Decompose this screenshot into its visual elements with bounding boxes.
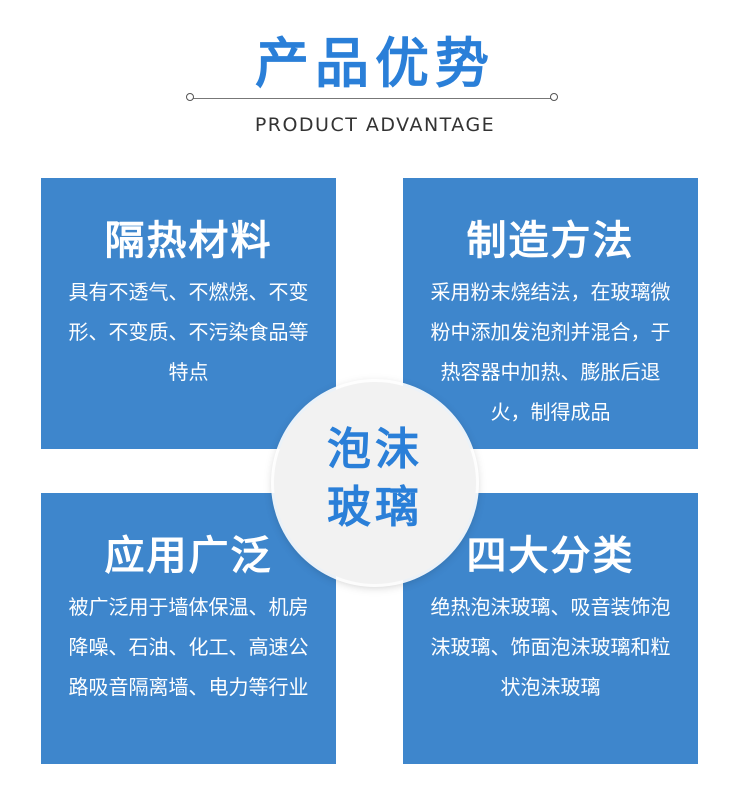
card-body: 具有不透气、不燃烧、不变 形、不变质、不污染食品等 特点 [55,272,322,392]
card-body: 采用粉末烧结法，在玻璃微 粉中添加发泡剂并混合，于 热容器中加热、膨胀后退 火，… [417,272,684,432]
card-insulation: 隔热材料 具有不透气、不燃烧、不变 形、不变质、不污染食品等 特点 [41,178,336,449]
card-body-line: 粉中添加发泡剂并混合，于 [430,320,671,344]
center-badge: 泡沫 玻璃 [274,382,476,584]
title-divider [191,98,555,99]
card-body: 绝热泡沫玻璃、吸音装饰泡 沫玻璃、饰面泡沫玻璃和粒 状泡沫玻璃 [417,587,684,707]
card-body: 被广泛用于墙体保温、机房 降噪、石油、化工、高速公 路吸音隔离墙、电力等行业 [55,587,322,707]
card-method: 制造方法 采用粉末烧结法，在玻璃微 粉中添加发泡剂并混合，于 热容器中加热、膨胀… [403,178,698,449]
center-badge-line: 泡沫 [327,424,423,475]
divider-left-dot [186,93,194,101]
card-heading: 四大分类 [466,533,635,579]
card-body-line: 形、不变质、不污染食品等 [68,320,309,344]
center-badge-line: 玻璃 [327,482,423,533]
page-subtitle: PRODUCT ADVANTAGE [254,114,496,136]
card-heading: 应用广泛 [104,533,273,579]
card-body-line: 特点 [168,360,209,384]
card-body-line: 状泡沫玻璃 [500,675,601,699]
card-body-line: 被广泛用于墙体保温、机房 [68,595,309,619]
card-body-line: 具有不透气、不燃烧、不变 [68,280,309,304]
card-body-line: 火，制得成品 [490,400,611,424]
card-body-line: 绝热泡沫玻璃、吸音装饰泡 [430,595,671,619]
divider-right-dot [550,93,558,101]
card-heading: 隔热材料 [104,218,273,264]
card-body-line: 热容器中加热、膨胀后退 [440,360,661,384]
page-title: 产品优势 [255,32,495,95]
card-body-line: 路吸音隔离墙、电力等行业 [68,675,309,699]
card-body-line: 沫玻璃、饰面泡沫玻璃和粒 [430,635,671,659]
card-application: 应用广泛 被广泛用于墙体保温、机房 降噪、石油、化工、高速公 路吸音隔离墙、电力… [41,493,336,764]
card-body-line: 降噪、石油、化工、高速公 [68,635,309,659]
card-heading: 制造方法 [466,218,635,264]
card-body-line: 采用粉末烧结法，在玻璃微 [430,280,671,304]
